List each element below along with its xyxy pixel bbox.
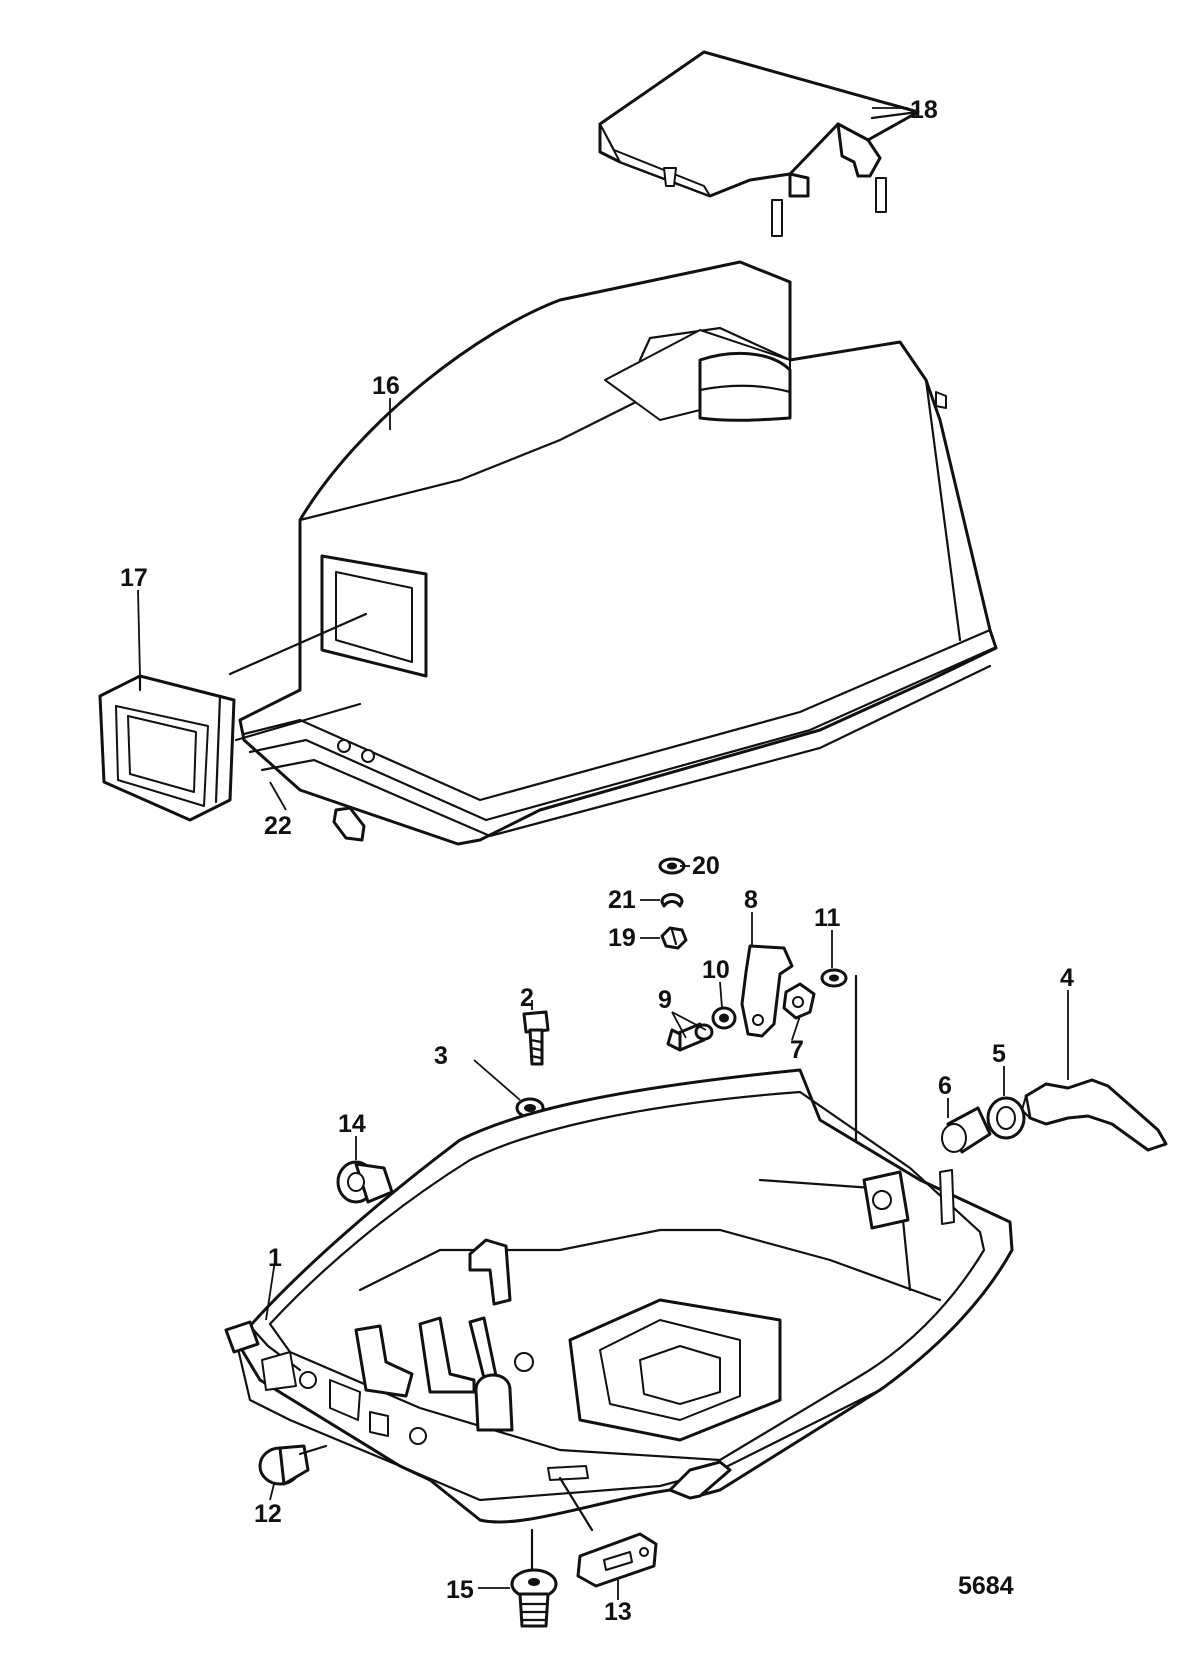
callout-15: 15: [446, 1576, 474, 1604]
callout-13: 13: [604, 1598, 632, 1626]
callout-11: 11: [814, 904, 841, 932]
callout-3: 3: [434, 1042, 448, 1070]
callout-4: 4: [1060, 964, 1074, 992]
grommet: [336, 1160, 394, 1204]
callout-10: 10: [702, 956, 730, 984]
nut-stack: [658, 857, 688, 950]
plug: [258, 1444, 328, 1486]
callout-labels: 1 2 3 4 5 6 7 8 9 10 11 12 13 14 15 16 1…: [120, 96, 1074, 1626]
access-cover: [598, 50, 920, 237]
air-intake-grille: [98, 674, 236, 822]
drain-plug: [510, 1568, 558, 1628]
figure-number: 5684: [958, 1572, 1014, 1600]
callout-22: 22: [264, 812, 292, 840]
callout-8: 8: [744, 886, 758, 914]
callout-20: 20: [692, 852, 720, 880]
callout-14: 14: [338, 1110, 366, 1138]
callout-18: 18: [910, 96, 938, 124]
leader-lines: [137, 107, 1069, 1600]
callout-7: 7: [790, 1036, 804, 1064]
callout-9: 9: [658, 986, 672, 1014]
bottom-cowl: [224, 1068, 1014, 1582]
callout-17: 17: [120, 564, 148, 592]
callout-19: 19: [608, 924, 636, 952]
top-cowl: [228, 260, 998, 846]
slot-cover: [576, 1532, 658, 1588]
callout-16: 16: [372, 372, 400, 400]
callout-5: 5: [992, 1040, 1006, 1068]
callout-12: 12: [254, 1500, 282, 1528]
callout-1: 1: [268, 1244, 282, 1272]
callout-2: 2: [520, 984, 534, 1012]
latch-handle-parts: [941, 1078, 1168, 1154]
callout-21: 21: [608, 886, 636, 914]
callout-6: 6: [938, 1072, 952, 1100]
